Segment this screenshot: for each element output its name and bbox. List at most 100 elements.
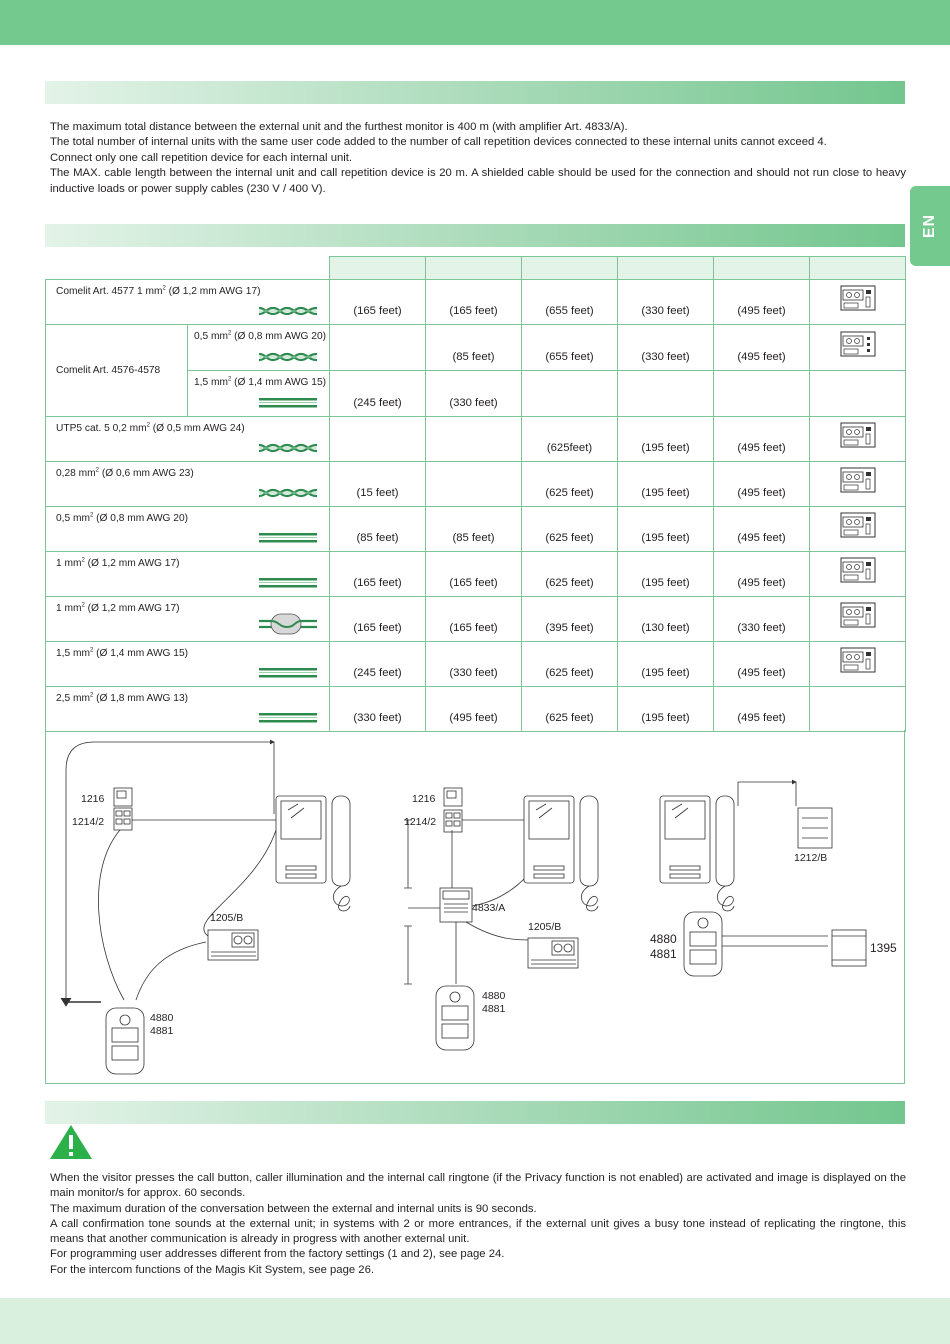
call-repetition-device-icon [840,647,875,673]
parallel-cable-icon [259,398,317,408]
wiring-diagram-svg [60,739,867,1075]
cable-name-cell: 0,28 mm2 (Ø 0,6 mm AWG 23) [45,461,330,507]
header-cell [617,256,714,280]
intro-line: The total number of internal units with … [50,136,827,149]
cable-name: 1,5 mm2 (Ø 1,4 mm AWG 15) [56,647,189,659]
table-cell: (330 feet) [329,686,426,732]
device-label: 4880 4881 [150,1012,174,1037]
table-cell: (330 feet) [617,279,714,325]
table-row: 1,5 mm2 (Ø 1,4 mm AWG 15) (245 feet) (33… [46,370,906,417]
device-cell [809,641,906,687]
table-cell: (625 feet) [521,686,618,732]
call-repetition-device-icon [840,602,875,628]
wiring-diagram: 1216 1214/2 1205/B 4880 4881 1216 1214/2… [45,730,905,1084]
call-repetition-device-icon [840,331,875,356]
table-cell: (195 feet) [617,686,714,732]
shielded-cable-icon [259,613,317,635]
cable-name: Comelit Art. 4576-4578 [45,324,188,417]
cable-name: 0,5 mm2 (Ø 0,8 mm AWG 20) [56,512,189,524]
table-cell [329,416,426,462]
table-cell: (495 feet) [713,416,810,462]
table-cell: (85 feet) [425,506,522,552]
table-cell: (195 feet) [617,416,714,462]
intro-line: Connect only one call repetition device … [50,151,353,164]
table-cell: (625 feet) [521,461,618,507]
table-cell: (195 feet) [617,641,714,687]
intro-line: The MAX. cable length between the intern… [50,167,906,195]
table-cell: (495 feet) [425,686,522,732]
section-bar-operation [45,1101,905,1124]
device-cell [809,686,906,732]
table-cell: (195 feet) [617,551,714,597]
parallel-cable-icon [259,668,317,678]
device-label: 4880 4881 [482,990,506,1015]
device-label: 1395 [870,941,897,955]
table-cell: (495 feet) [713,506,810,552]
table-cell: (85 feet) [329,506,426,552]
table-cell: (165 feet) [329,551,426,597]
footer-band [0,1298,950,1344]
cable-name-cell: Comelit Art. 4577 1 mm2 (Ø 1,2 mm AWG 17… [45,279,330,325]
table-cell: (165 feet) [425,596,522,642]
note-line: When the visitor presses the call button… [50,1172,906,1200]
cable-name-cell: 1 mm2 (Ø 1,2 mm AWG 17) [45,551,330,597]
table-row: 1 mm2 (Ø 1,2 mm AWG 17) (165 feet) (165 … [45,596,906,642]
table-cell [521,370,618,417]
diagram-3 [659,779,867,977]
table-cell: (495 feet) [713,686,810,732]
twisted-cable-icon [259,352,317,362]
device-cell [809,370,906,417]
diagram-1 [60,739,351,1075]
parallel-cable-icon [259,578,317,588]
table-cell: (195 feet) [617,506,714,552]
table-cell: (330 feet) [425,641,522,687]
table-cell: (625 feet) [521,506,618,552]
device-label: 1212/B [794,852,828,864]
device-cell [809,416,906,462]
device-cell [809,279,906,325]
table-cell [425,416,522,462]
table-row: UTP5 cat. 5 0,2 mm2 (Ø 0,5 mm AWG 24) (6… [45,416,906,462]
warning-icon [50,1125,92,1159]
table-row: 0,28 mm2 (Ø 0,6 mm AWG 23) (15 feet) (62… [45,461,906,507]
parallel-cable-icon [259,533,317,543]
device-cell [809,461,906,507]
table-cell: (245 feet) [329,370,426,417]
device-label: 4880 4881 [650,932,677,961]
language-tab[interactable]: EN [910,186,950,266]
note-line: For the intercom functions of the Magis … [50,1263,375,1276]
table-cell: (330 feet) [425,370,522,417]
header-cell [809,256,906,280]
table-cell: (655 feet) [521,279,618,325]
header-cell [425,256,522,280]
table-cell [713,370,810,417]
table-cell: (495 feet) [713,279,810,325]
cable-name: 2,5 mm2 (Ø 1,8 mm AWG 13) [56,692,189,704]
device-cell [809,324,906,371]
note-line: For programming user addresses different… [50,1248,505,1261]
diagram-2 [404,787,599,1051]
section-bar-cables [45,224,905,247]
note-line: The maximum duration of the conversation… [50,1202,537,1215]
cable-name: Comelit Art. 4577 1 mm2 (Ø 1,2 mm AWG 17… [56,285,261,297]
twisted-cable-icon [259,488,317,498]
table-row: 0,5 mm2 (Ø 0,8 mm AWG 20) (85 feet) (85 … [45,506,906,552]
table-cell [329,324,426,371]
header-cell [713,256,810,280]
device-cell [809,506,906,552]
cable-sub-cell: 1,5 mm2 (Ø 1,4 mm AWG 15) [187,370,330,417]
cable-table: Comelit Art. 4577 1 mm2 (Ø 1,2 mm AWG 17… [45,256,906,732]
table-cell: (130 feet) [617,596,714,642]
table-cell: (330 feet) [713,596,810,642]
table-cell: (495 feet) [713,641,810,687]
twisted-cable-icon [259,306,317,316]
cable-name-cell: 2,5 mm2 (Ø 1,8 mm AWG 13) [45,686,330,732]
table-cell: (85 feet) [425,324,522,371]
intro-line: The maximum total distance between the e… [50,121,628,133]
parallel-cable-icon [259,713,317,723]
note-line: A call confirmation tone sounds at the e… [50,1217,906,1246]
table-cell: (495 feet) [713,461,810,507]
table-row: Comelit Art. 4577 1 mm2 (Ø 1,2 mm AWG 17… [45,279,906,325]
device-label: 1216 [412,793,436,805]
table-cell: (245 feet) [329,641,426,687]
